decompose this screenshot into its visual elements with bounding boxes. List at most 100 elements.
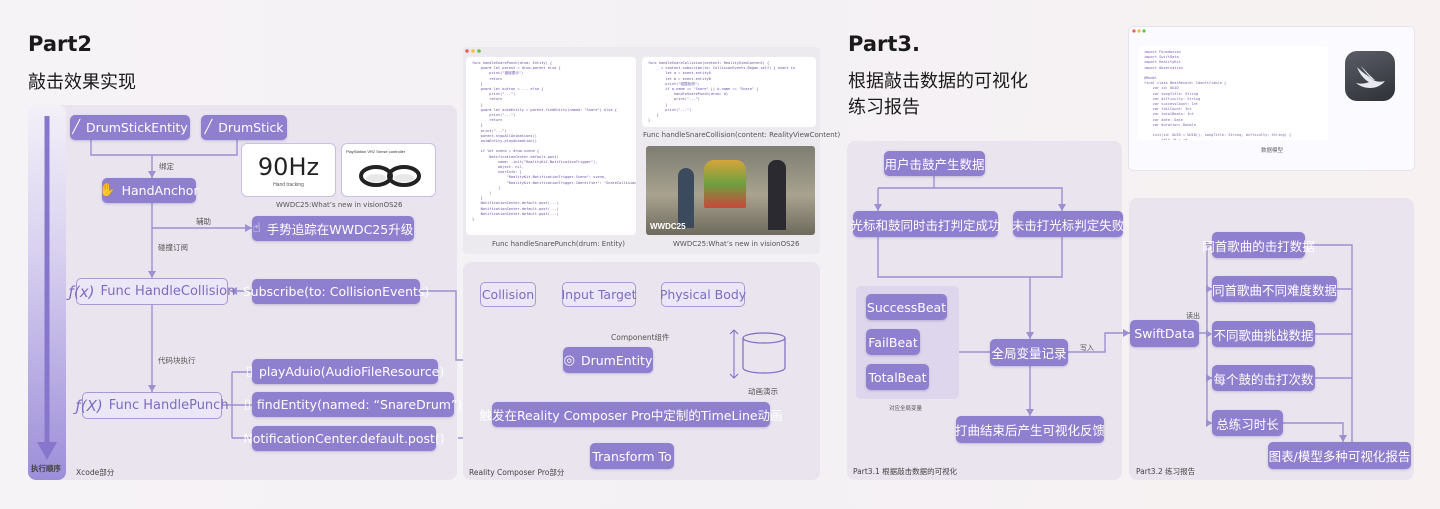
node-drumstick-entity: ╱ DrumStickEntity [70, 115, 190, 140]
rcp-label: Reality Composer Pro部分 [469, 468, 565, 477]
part3-title: Part3. [848, 32, 920, 56]
node-label: FailBeat [868, 334, 918, 350]
edge-label-bind: 绑定 [159, 162, 174, 171]
node-label: DrumStick [218, 120, 284, 135]
circle-target-icon: ◎ [563, 352, 575, 368]
node-subscribe: Subscribe(to: CollisionEvents) [243, 279, 429, 304]
node-label: 未击打光标判定失败 [1011, 217, 1125, 233]
node-label: 光标和鼓同时击打判定成功 [850, 217, 1001, 233]
edge-label-global-vars: 对应全局变量 [889, 406, 923, 412]
cylinder-icon: ▯ [243, 397, 251, 412]
photo-badge: WWDC25 [650, 222, 686, 231]
hand-pointer-icon: ☝ [252, 221, 261, 236]
node-report-5: 总练习时长 [1212, 410, 1283, 436]
function-icon: ƒ(X) [75, 396, 103, 415]
controller-label: PlayStation VR2 Sense controller [346, 149, 406, 154]
node-label: 全局变量记录 [991, 346, 1067, 361]
node-hit-success: 光标和鼓同时击打判定成功 [850, 211, 1001, 237]
part3-subtitle-1: 根据敲击数据的可视化 [848, 71, 1028, 92]
node-label: Subscribe(to: CollisionEvents) [242, 284, 430, 299]
node-handle-collision: ƒ(x) Func HandleCollision [69, 278, 235, 305]
node-handle-punch: ƒ(X) Func HandlePunch [75, 392, 229, 419]
swift-app-icon [1345, 51, 1395, 101]
node-drumstick: ╱ DrumStick [201, 115, 287, 140]
node-swiftdata: SwiftData [1130, 320, 1199, 347]
caption-snare-collision: Func handleSnareCollision(content: Reali… [643, 131, 841, 139]
node-label: 同首歌曲不同难度数据 [1212, 282, 1338, 298]
edge-label-collision-sub: 碰撞订阅 [158, 243, 188, 252]
node-label: 打曲结束后产生可视化反馈 [955, 423, 1106, 438]
node-label: 图表/模型多种可视化报告 [1268, 449, 1411, 464]
code-data-model: import Foundation import SwiftData impor… [1138, 46, 1328, 140]
node-collision: Collision [480, 282, 536, 307]
hz-card: 90Hz Hand tracking [241, 143, 336, 197]
node-drum-entity: ◎DrumEntity [563, 347, 653, 373]
hz-value: 90Hz [257, 153, 320, 181]
node-label: Func HandleCollision [100, 284, 236, 299]
exec-order-label: 执行顺序 [31, 464, 61, 473]
node-label: 每个鼓的击打次数 [1213, 371, 1314, 387]
node-report-3: 不同歌曲挑战数据 [1212, 321, 1315, 347]
controller-icon [359, 165, 421, 187]
node-user-hit: 用户击鼓产生数据 [884, 151, 985, 176]
code-snare-punch: func handleSnarePunch(drum: Entity) { gu… [466, 57, 636, 235]
function-icon: ƒ(x) [68, 282, 95, 301]
hz-label: Hand tracking [273, 182, 304, 188]
node-end-feedback: 打曲结束后产生可视化反馈 [955, 416, 1106, 443]
node-hand-anchor: ✋ HandAnchor [99, 178, 199, 203]
xcode-label: Xcode部分 [76, 468, 115, 477]
node-label: NotificationCenter.default.post() [243, 431, 445, 446]
wwdc-photo: WWDC25 [646, 146, 815, 235]
node-label: Physical Body [659, 287, 747, 302]
part2-title: Part2 [28, 32, 93, 56]
node-label: 总练习时长 [1216, 416, 1279, 432]
node-label: 触发在Reality Composer Pro中定制的TimeLine动画 [479, 408, 783, 423]
node-play-audio: ▯playAduio(AudioFileResource) [246, 359, 444, 384]
node-label: findEntity(named: “SnareDrum”) [256, 397, 463, 412]
node-label: DrumStickEntity [86, 120, 188, 135]
node-hand-tracking: ☝ 手势追踪在WWDC25升级 [252, 216, 414, 241]
node-label: Func HandlePunch [108, 398, 229, 413]
node-label: SwiftData [1134, 326, 1195, 341]
node-physical-body: Physical Body [659, 282, 747, 307]
node-global-record: 全局变量记录 [990, 339, 1068, 366]
node-label: Collision [481, 287, 535, 302]
node-label: 用户击鼓产生数据 [884, 157, 985, 172]
edge-label-read: 读出 [1186, 312, 1200, 320]
node-transform: Transform To [590, 443, 674, 469]
data-model-caption: 数据模型 [1261, 148, 1284, 154]
node-success-beat: SuccessBeat [866, 294, 947, 320]
caption-photo: WWDC25:What’s new in visionOS26 [673, 240, 800, 248]
node-report-2: 同首歌曲不同难度数据 [1212, 276, 1337, 302]
node-label: 同首歌曲的击打数据 [1202, 238, 1315, 254]
cylinder-icon: ▯ [245, 364, 253, 379]
edge-label-code-exec: 代码块执行 [158, 356, 196, 365]
node-label: HandAnchor [121, 183, 199, 198]
controller-card: PlayStation VR2 Sense controller [341, 143, 436, 197]
node-label: Transform To [592, 448, 672, 464]
node-label: SuccessBeat [866, 299, 947, 315]
wwdc-caption: WWDC25:What’s new in visionOS26 [276, 201, 403, 209]
hand-icon: ✋ [99, 183, 116, 198]
part3-1-label: Part3.1 根据敲击数据的可视化 [853, 467, 958, 476]
code-snare-collision: func handleSnareCollision(content: Reali… [642, 57, 816, 127]
node-label: 不同歌曲挑战数据 [1213, 327, 1314, 343]
part3-subtitle-2: 练习报告 [848, 97, 920, 118]
node-report-4: 每个鼓的击打次数 [1212, 365, 1315, 391]
edge-label-assist: 辅助 [196, 217, 211, 226]
line-icon: ╱ [204, 120, 213, 135]
node-find-entity: ▯ findEntity(named: “SnareDrum”) [244, 392, 462, 417]
line-icon: ╱ [72, 120, 81, 135]
node-label: 手势追踪在WWDC25升级 [266, 222, 414, 237]
node-visual-report: 图表/模型多种可视化报告 [1268, 442, 1411, 469]
edge-label-component: Component组件 [611, 333, 670, 342]
part2-subtitle: 敲击效果实现 [28, 72, 136, 93]
node-input-target: Input Target [561, 282, 637, 307]
caption-snare-punch: Func handleSnarePunch(drum: Entity) [492, 240, 625, 248]
node-label: Input Target [561, 287, 637, 302]
